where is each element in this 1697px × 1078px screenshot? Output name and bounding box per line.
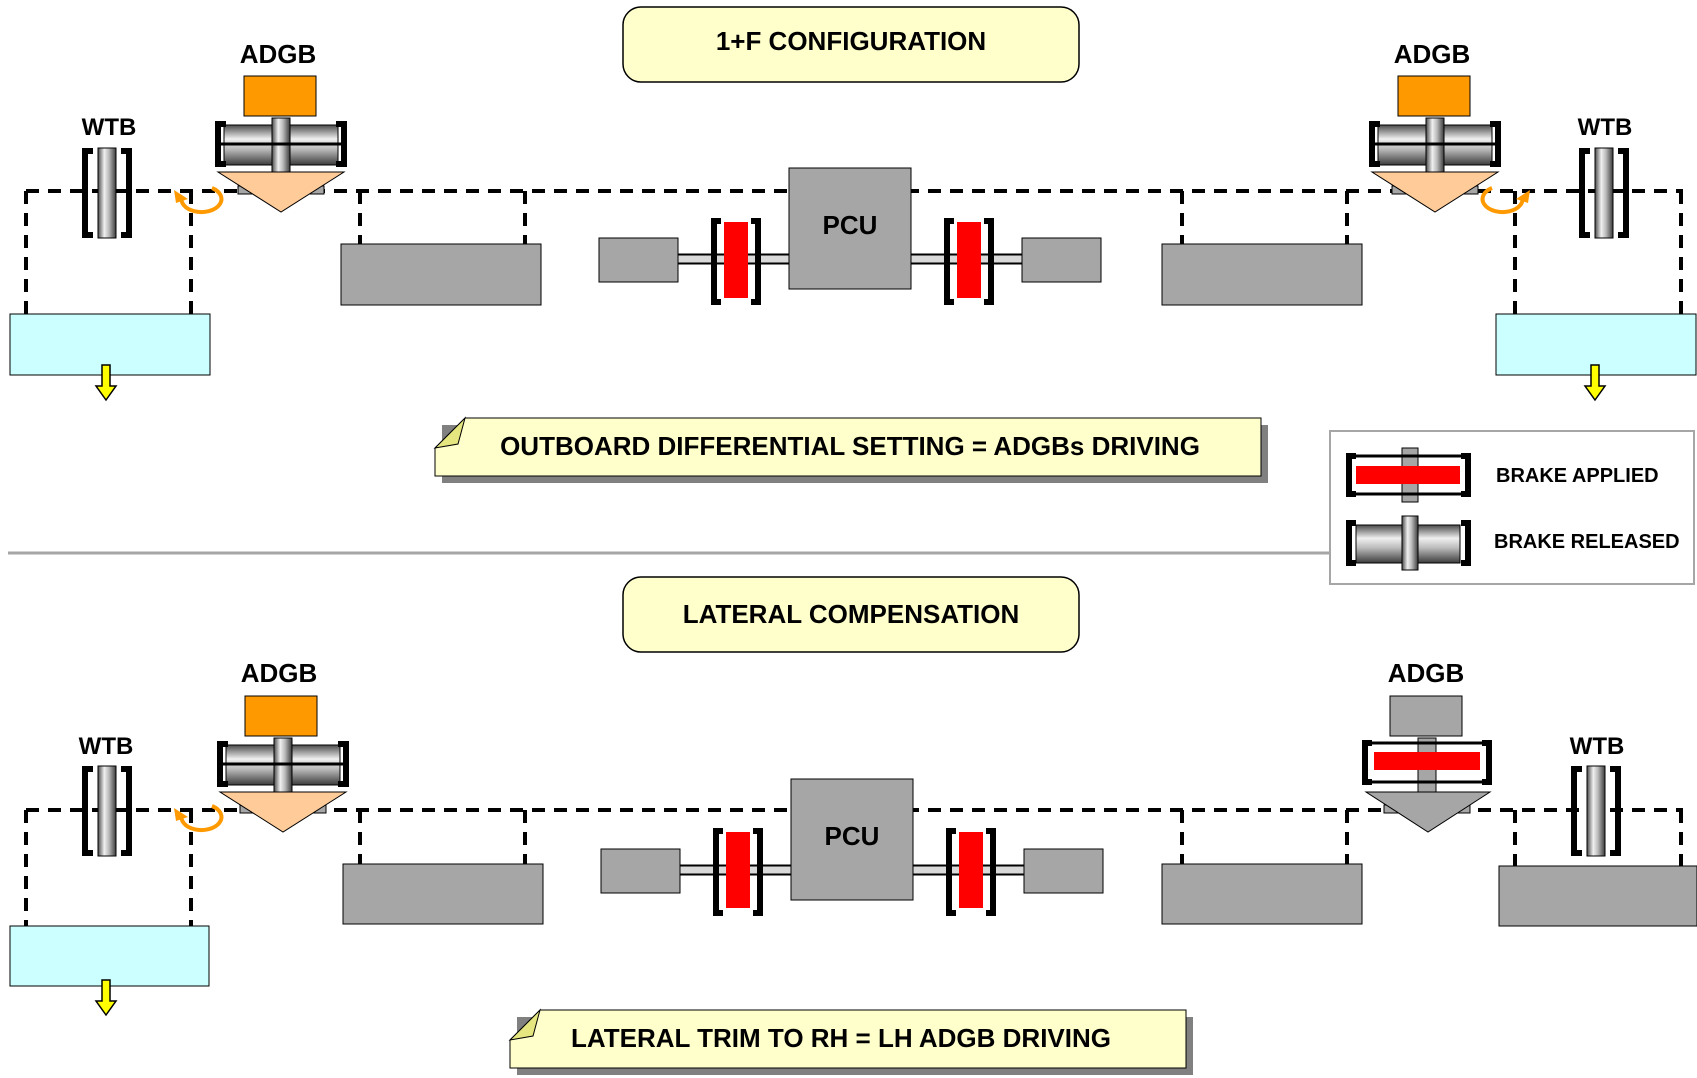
panel-1-adgb-left-motor <box>243 75 317 117</box>
panel-1-adgb-left-gearbox <box>216 171 346 213</box>
panel-1-right-rotation-arrow-icon <box>1480 186 1525 215</box>
panel-1-adgb-right <box>1369 75 1501 213</box>
panel-2-adgb-right-motor <box>1389 695 1463 737</box>
panel-1-title-box: 1+F CONFIGURATION <box>622 6 1080 83</box>
panel-1-note-text: OUTBOARD DIFFERENTIAL SETTING = ADGBs DR… <box>500 431 1200 461</box>
panel-2-pcu-right-brake-applied <box>946 828 996 916</box>
panel-2-wtb-right <box>1571 765 1621 857</box>
panel-2-pcu: PCU <box>600 778 1104 916</box>
panel-1-pcu-label: PCU <box>823 210 878 240</box>
legend-brake-released-label: BRAKE RELEASED <box>1494 531 1680 553</box>
panel-2-adgb-left-motor <box>244 695 318 737</box>
panel-1-adgb-left-label: ADGB <box>240 39 317 69</box>
panel-2-adgb-right-gearbox <box>1364 791 1492 833</box>
panel-1-pcu-right-motor <box>1021 237 1102 283</box>
panel-1-pcu-right-brake-applied <box>944 218 994 305</box>
panel-2-note-text: LATERAL TRIM TO RH = LH ADGB DRIVING <box>571 1023 1111 1053</box>
panel-1-adgb-right-motor <box>1397 75 1471 117</box>
panel-1-pcu-body <box>788 167 912 290</box>
panel-1-right-down-arrow <box>1583 364 1607 402</box>
panel-2-pcu-left-motor <box>600 848 681 894</box>
panel-1-wtb-left-label: WTB <box>82 114 137 141</box>
panel-2-wtb-left-label: WTB <box>79 733 134 760</box>
panel-2-adgb-left <box>217 695 349 833</box>
panel-2-adgb-right-brake-applied <box>1374 752 1480 770</box>
panel-2-title-box: LATERAL COMPENSATION <box>622 576 1080 653</box>
panel-1-adgb-left <box>215 75 347 213</box>
panel-1-adgb-right-label: ADGB <box>1394 39 1471 69</box>
panel-2-right-outer-surface <box>1498 865 1697 927</box>
panel-1-pcu: PCU <box>598 167 1102 305</box>
panel-2-adgb-left-gearbox <box>218 791 348 833</box>
panel-1-pcu-left-motor <box>598 237 679 283</box>
panel-1-wtb-right-label: WTB <box>1578 114 1633 141</box>
panel-1-adgb-right-gearbox <box>1370 171 1500 213</box>
panel-2-adgb-right-label: ADGB <box>1388 658 1465 688</box>
panel-1-pcu-left-brake-applied <box>711 218 761 305</box>
legend-brake-applied-label: BRAKE APPLIED <box>1496 465 1659 487</box>
panel-1-wtb-left <box>82 147 132 239</box>
panel-1-note: OUTBOARD DIFFERENTIAL SETTING = ADGBs DR… <box>433 416 1262 477</box>
legend: BRAKE APPLIED BRAKE RELEASED <box>1329 430 1695 585</box>
panel-2-left-inner-surface <box>342 863 544 925</box>
panel-2-title: LATERAL COMPENSATION <box>683 599 1020 629</box>
panel-1-wtb-right <box>1579 147 1629 239</box>
panel-2-note: LATERAL TRIM TO RH = LH ADGB DRIVING <box>508 1008 1187 1069</box>
panel-2-pcu-left-brake-applied <box>713 828 763 916</box>
panel-1-left-inner-surface <box>340 243 542 306</box>
panel-2-right-inner-surface <box>1161 863 1363 925</box>
panel-2-adgb-right <box>1362 695 1492 833</box>
panel-1: 1+F CONFIGURATION WTB <box>9 6 1697 477</box>
panel-2-wtb-right-label: WTB <box>1570 733 1625 760</box>
legend-brake-applied-icon <box>1346 447 1471 503</box>
panel-2-left-down-arrow <box>94 979 118 1017</box>
panel-2-pcu-body <box>790 778 914 901</box>
legend-brake-released-icon <box>1346 515 1471 571</box>
panel-2: LATERAL COMPENSATION WTB WTB <box>9 576 1697 1069</box>
panel-1-left-rotation-arrow-icon <box>179 186 224 215</box>
panel-2-pcu-label: PCU <box>825 821 880 851</box>
panel-2-pcu-right-motor <box>1023 848 1104 894</box>
panel-2-left-rotation-arrow-icon <box>179 804 224 833</box>
panel-2-wtb-left <box>82 765 132 857</box>
panel-1-right-inner-surface <box>1161 243 1363 306</box>
panel-1-left-down-arrow <box>94 364 118 402</box>
panel-2-adgb-left-label: ADGB <box>241 658 318 688</box>
panel-2-left-outer-surface <box>9 925 210 987</box>
panel-1-title: 1+F CONFIGURATION <box>716 26 986 56</box>
